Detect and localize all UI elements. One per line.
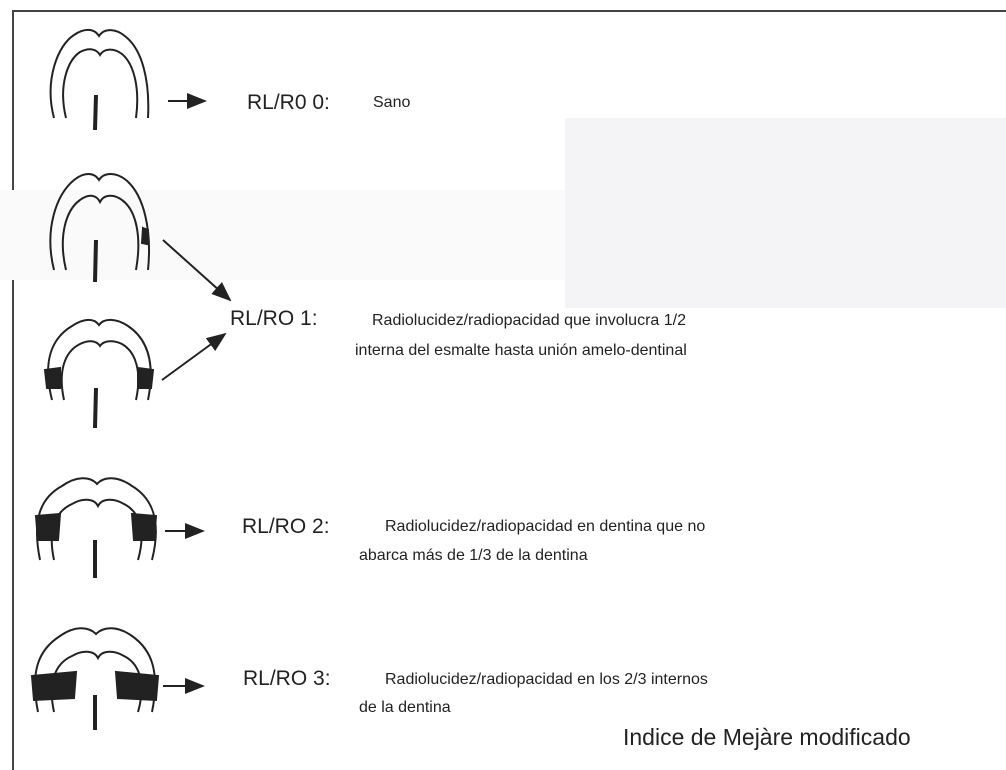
tooth-icon-grade-0 <box>49 28 150 131</box>
tooth-icon-grade-2 <box>34 477 158 578</box>
arrows <box>161 93 232 694</box>
arrow-grade-1a <box>162 239 232 302</box>
grade-2-code: RL/RO 2: <box>242 515 330 538</box>
arrow-grade-1b <box>161 332 227 381</box>
tooth-diagrams <box>30 28 232 730</box>
tooth-icon-grade-3 <box>30 627 160 730</box>
grade-1-description-line-2: interna del esmalte hasta unión amelo-de… <box>355 342 687 359</box>
grade-3-description-line-1: Radiolucidez/radiopacidad en los 2/3 int… <box>385 671 708 688</box>
grade-2-description-line-1: Radiolucidez/radiopacidad en dentina que… <box>385 518 706 535</box>
grade-0-description: Sano <box>373 94 411 111</box>
grade-3-description-line-2: de la dentina <box>359 699 451 716</box>
tooth-icon-grade-1a <box>49 173 150 283</box>
scan-shading <box>565 118 1006 308</box>
grade-1-description-line-1: Radiolucidez/radiopacidad que involucra … <box>372 312 686 329</box>
grade-2-description-line-2: abarca más de 1/3 de la dentina <box>359 547 588 564</box>
figure-caption: Indice de Mejàre modificado <box>623 724 911 750</box>
figure-frame <box>12 10 1006 770</box>
tooth-icon-grade-1b <box>43 318 155 429</box>
grade-1-code: RL/RO 1: <box>230 307 318 330</box>
grade-0-code: RL/R0 0: <box>247 91 330 114</box>
grade-3-code: RL/RO 3: <box>243 667 331 690</box>
